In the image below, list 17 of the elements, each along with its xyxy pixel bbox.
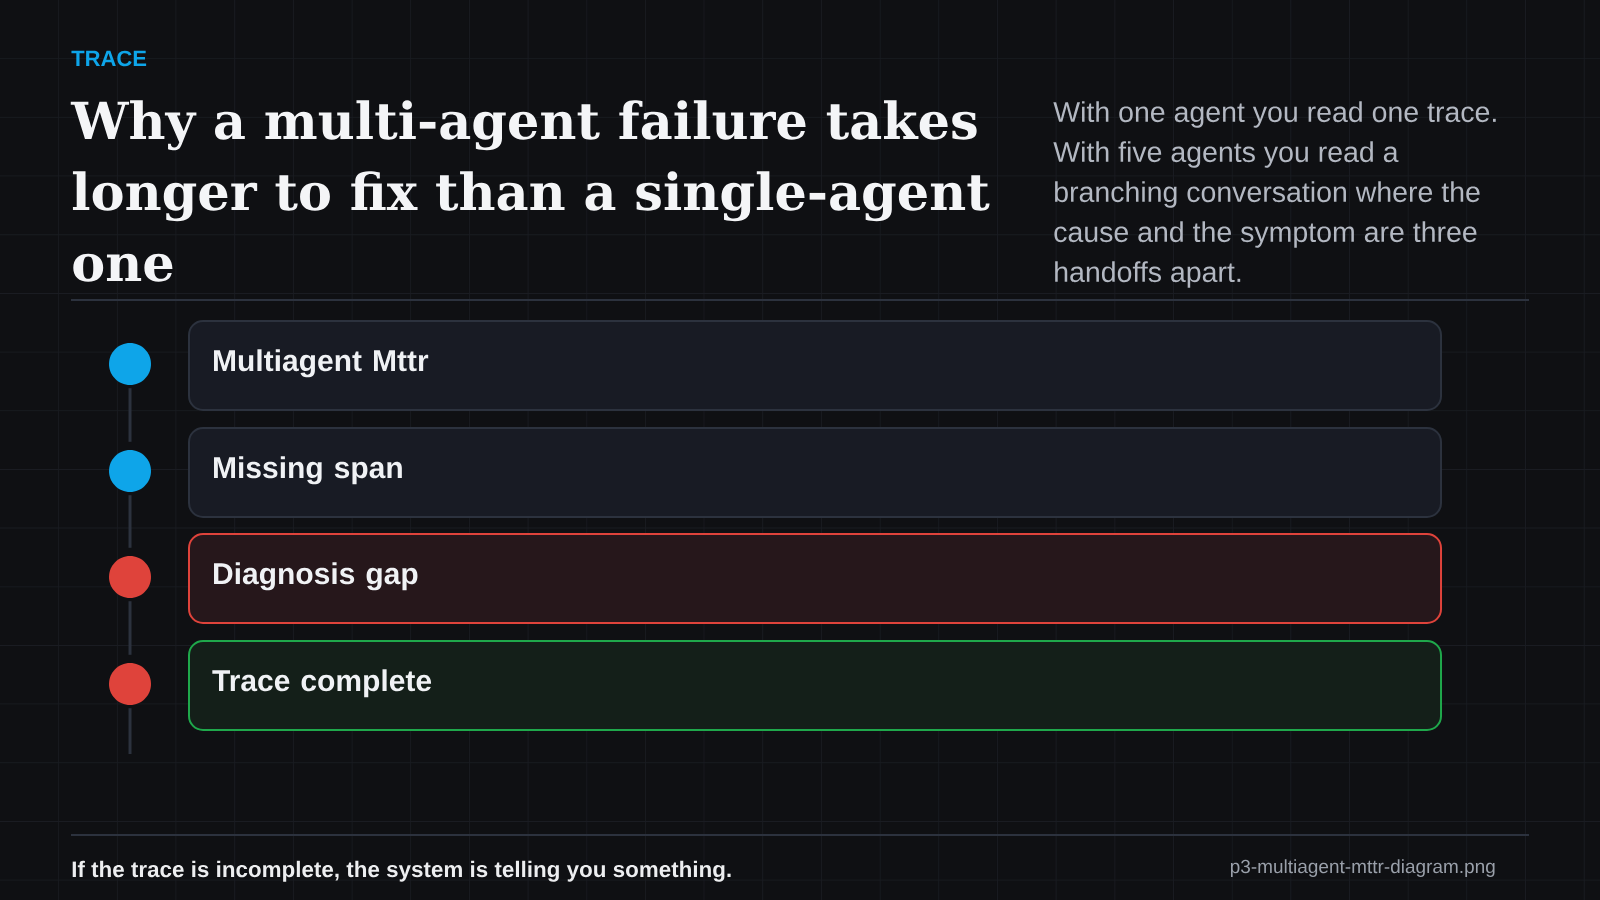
timeline-line	[128, 601, 132, 655]
timeline-line	[128, 388, 132, 442]
timeline-dot	[109, 556, 151, 598]
timeline-dot	[109, 343, 151, 385]
timeline-dot	[109, 450, 151, 492]
step-box: Diagnosis gap	[188, 533, 1442, 624]
timeline-line	[128, 708, 132, 754]
description: With one agent you read one trace. With five agents you read a branching conversation where the cause and the symptom are three handoffs apart.	[1053, 101, 1496, 288]
step-box: Missing span	[188, 427, 1442, 518]
section-label: TRACE	[71, 50, 147, 67]
file-name: p3-multiagent-mttr-diagram.png	[1230, 859, 1495, 877]
step-box: Multiagent Mttr	[188, 320, 1442, 411]
title: Why a multi-agent failure takes longer to fix than a single-agent one	[70, 100, 990, 282]
timeline-dot	[109, 663, 151, 705]
step-box: Trace complete	[188, 640, 1442, 731]
caption: If the trace is incomplete, the system is telling you something.	[72, 860, 731, 882]
timeline-line	[128, 495, 132, 548]
